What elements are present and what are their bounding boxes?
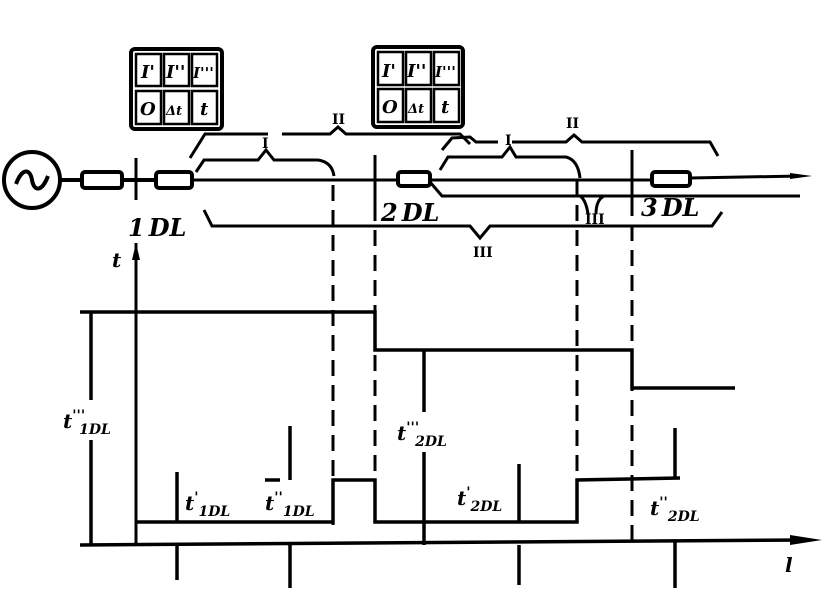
- time-label-t3-1dl: t'''1DL: [63, 408, 111, 438]
- distance-axis-label: l: [785, 553, 793, 577]
- ac-generator-icon: [2, 150, 62, 210]
- zone-label-2-line1: II: [332, 112, 345, 128]
- time-axis-label: t: [112, 248, 122, 272]
- zone-label-1-line2: I: [505, 133, 512, 149]
- breaker-markers: [134, 150, 634, 205]
- time-label-t2-1dl: t''1DL: [265, 490, 315, 520]
- relay-cell-current-stage-3: I''': [192, 64, 214, 82]
- relay-panel-1: I' I'' I''' O Δt t: [129, 47, 224, 131]
- relay-cell-current-stage-1: I': [140, 62, 155, 83]
- time-label-t2-2dl: t''2DL: [650, 495, 700, 525]
- relay-cell-current-stage-1: I': [381, 61, 396, 82]
- time-label-t1-2dl: t'2DL: [457, 485, 502, 515]
- zone-label-2-line2: II: [566, 116, 579, 132]
- time-label-t1-1dl: t'1DL: [185, 490, 230, 520]
- zone-label-1-line1: I: [262, 136, 269, 152]
- zone-braces: [188, 125, 724, 241]
- time-label-t3-2dl: t'''2DL: [397, 420, 447, 450]
- relay-cell-delta-t: Δt: [165, 104, 182, 119]
- relay-cell-time: t: [441, 97, 450, 118]
- relay-cell-current-stage-2: I'': [406, 61, 426, 82]
- distance-axis: [79, 535, 822, 547]
- zone-label-3-line2: III: [585, 212, 605, 228]
- time-characteristic-curves: [80, 310, 735, 524]
- relay-cell-output: O: [382, 97, 398, 118]
- transmission-line: [60, 170, 812, 198]
- zone-label-3-line1: III: [473, 245, 493, 261]
- reference-dashed-lines: [331, 180, 634, 545]
- relay-cell-current-stage-2: I'': [165, 62, 185, 83]
- relay-panel-2: I' I'' I''' O Δt t: [371, 45, 465, 129]
- time-axis: [132, 243, 140, 545]
- relay-cell-time: t: [200, 99, 209, 120]
- relay-cell-current-stage-3: I''': [434, 63, 456, 81]
- relay-cell-delta-t: Δt: [407, 102, 424, 117]
- dimension-markers: [89, 312, 677, 588]
- relay-cell-output: O: [140, 99, 156, 120]
